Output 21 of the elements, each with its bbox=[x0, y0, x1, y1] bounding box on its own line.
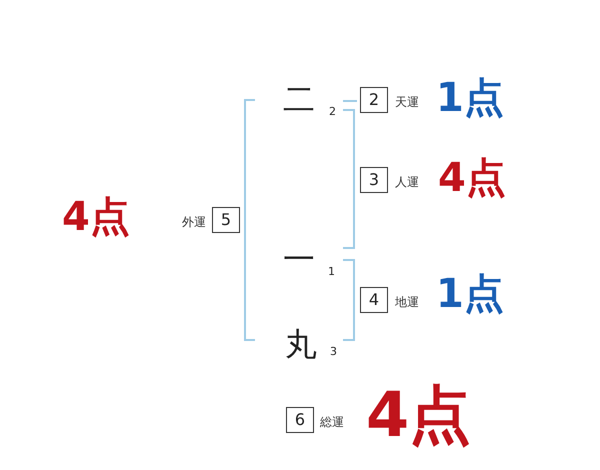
score-text: 4点 bbox=[62, 197, 130, 237]
score-text: 1点 bbox=[436, 274, 504, 314]
name-character: 二 bbox=[283, 83, 315, 115]
fortune-label: 天運 bbox=[395, 96, 419, 108]
fortune-label: 地運 bbox=[395, 296, 419, 308]
name-character: 丸 bbox=[285, 328, 317, 360]
fortune-label: 外運 bbox=[182, 216, 206, 228]
stroke-count: 3 bbox=[330, 346, 337, 357]
number-box: 5 bbox=[212, 207, 240, 233]
score-text: 4点 bbox=[438, 158, 506, 198]
number-box: 6 bbox=[286, 407, 314, 433]
stroke-count: 1 bbox=[328, 266, 335, 277]
fortune-label: 人運 bbox=[395, 176, 419, 188]
score-text: 4点 bbox=[366, 384, 472, 446]
number-box: 3 bbox=[360, 167, 388, 193]
stroke-count: 2 bbox=[329, 106, 336, 117]
number-box: 4 bbox=[360, 287, 388, 313]
number-box: 2 bbox=[360, 87, 388, 113]
score-text: 1点 bbox=[436, 78, 504, 118]
fortune-label: 総運 bbox=[320, 416, 344, 428]
name-character: 一 bbox=[283, 243, 315, 275]
